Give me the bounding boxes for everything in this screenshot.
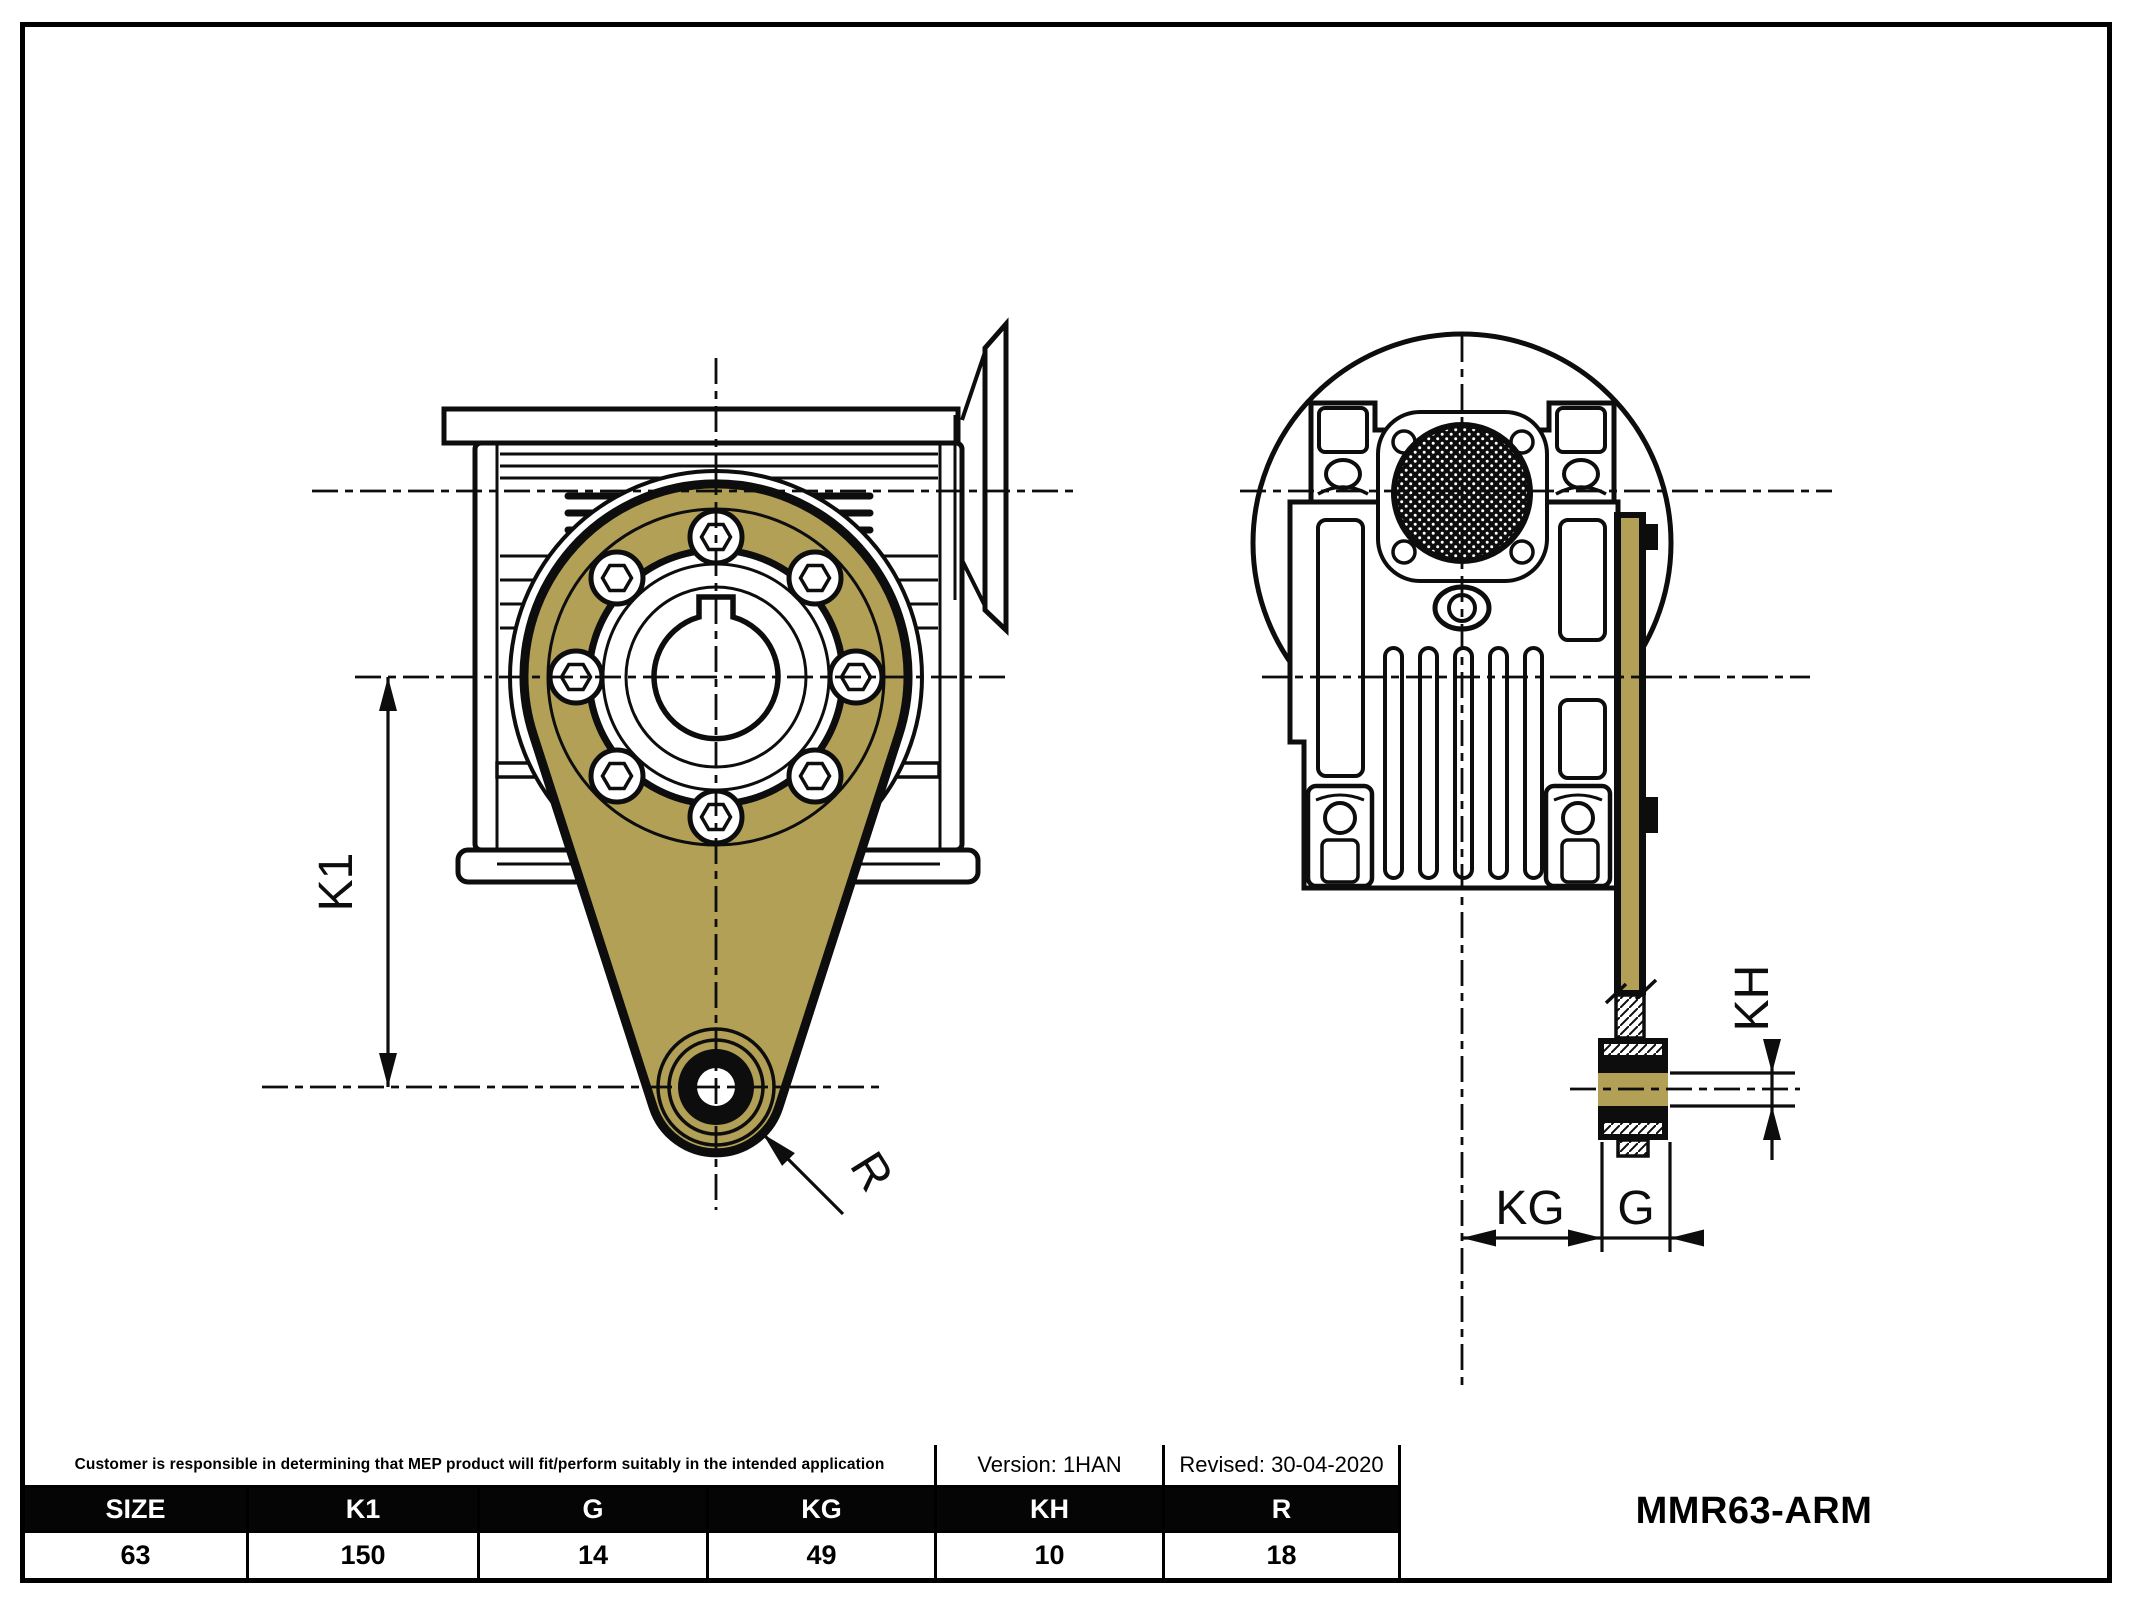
value-size: 63 <box>25 1530 246 1578</box>
dimension-r: R <box>761 1132 903 1216</box>
header-g: G <box>477 1485 706 1530</box>
value-g: 14 <box>477 1530 706 1578</box>
dimension-kg-g: KG G <box>1462 1142 1704 1252</box>
value-kg: 49 <box>706 1530 934 1578</box>
revised-cell: Revised: 30-04-2020 <box>1162 1445 1398 1485</box>
header-size: SIZE <box>25 1485 246 1530</box>
front-input-flange <box>953 317 1009 636</box>
header-kh: KH <box>934 1485 1162 1530</box>
dimension-k1: K1 <box>310 677 397 1087</box>
title-block: Customer is responsible in determining t… <box>25 1445 2107 1578</box>
dimension-label-kg: KG <box>1495 1182 1564 1235</box>
arm-side-bar <box>1604 512 1658 1040</box>
header-kg: KG <box>706 1485 934 1530</box>
value-r: 18 <box>1162 1530 1398 1578</box>
part-number: MMR63-ARM <box>1398 1445 2107 1578</box>
dimension-label-kh: KH <box>1726 965 1779 1032</box>
value-k1: 150 <box>246 1530 477 1578</box>
header-r: R <box>1162 1485 1398 1530</box>
dimension-label-g: G <box>1617 1182 1654 1235</box>
side-view: KH KG G <box>1240 331 1832 1392</box>
flange-bolts <box>547 508 885 846</box>
arm-hub-section <box>1598 1038 1668 1158</box>
dimension-label-r: R <box>839 1143 902 1200</box>
value-kh: 10 <box>934 1530 1162 1578</box>
dimension-kh: KH <box>1670 965 1795 1160</box>
front-view: K1 R <box>262 317 1078 1216</box>
drawing-frame <box>20 22 2112 1583</box>
dimension-label-k1: K1 <box>310 853 363 912</box>
version-cell: Version: 1HAN <box>934 1445 1162 1485</box>
side-cooling-fins <box>1383 646 1544 880</box>
disclaimer-text: Customer is responsible in determining t… <box>74 1456 885 1473</box>
header-k1: K1 <box>246 1485 477 1530</box>
